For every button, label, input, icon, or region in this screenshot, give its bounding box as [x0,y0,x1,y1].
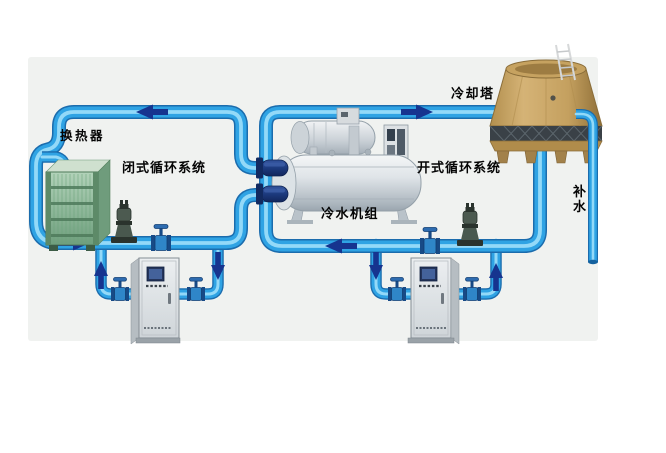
flow-arrow-branch-up-left [94,261,108,289]
makeup-water-pipe [574,109,598,265]
open-loop-label: 开式循环系统 [417,161,502,176]
valve-open-branch-left [388,277,406,301]
tower-ladder [555,43,576,81]
chiller-unit-label: 冷水机组 [321,207,380,222]
heat-exchanger-label: 换热器 [60,128,106,143]
cooling-tower [489,43,603,164]
open-loop-piping [259,105,547,253]
flow-arrow-branch-up-right [489,263,504,291]
flow-arrow-closed-top-left [136,104,168,120]
heat-exchanger [45,159,111,251]
valve-open-bottom [420,227,440,254]
pump-right [457,203,483,246]
valve-closed-branch-right [187,277,205,301]
flow-arrow-branch-down-right [369,252,384,280]
closed-loop-label: 闭式循环系统 [122,161,207,176]
cooling-tower-label: 冷却塔 [451,87,495,102]
valve-closed-branch-left [111,277,129,301]
valve-closed-bottom [151,224,171,251]
flow-arrow-open-top-right [401,104,433,120]
pump-left [111,200,137,243]
control-cabinet-left [130,257,181,345]
chiller-unit [256,107,422,224]
valve-open-branch-right [463,277,481,301]
flow-arrow-branch-down-left [211,252,225,280]
flow-arrow-open-bottom-left [325,238,357,254]
makeup-water-label: 补水 [573,185,587,215]
chiller-flanged-nozzles [256,157,289,205]
control-cabinet-right [407,257,460,345]
